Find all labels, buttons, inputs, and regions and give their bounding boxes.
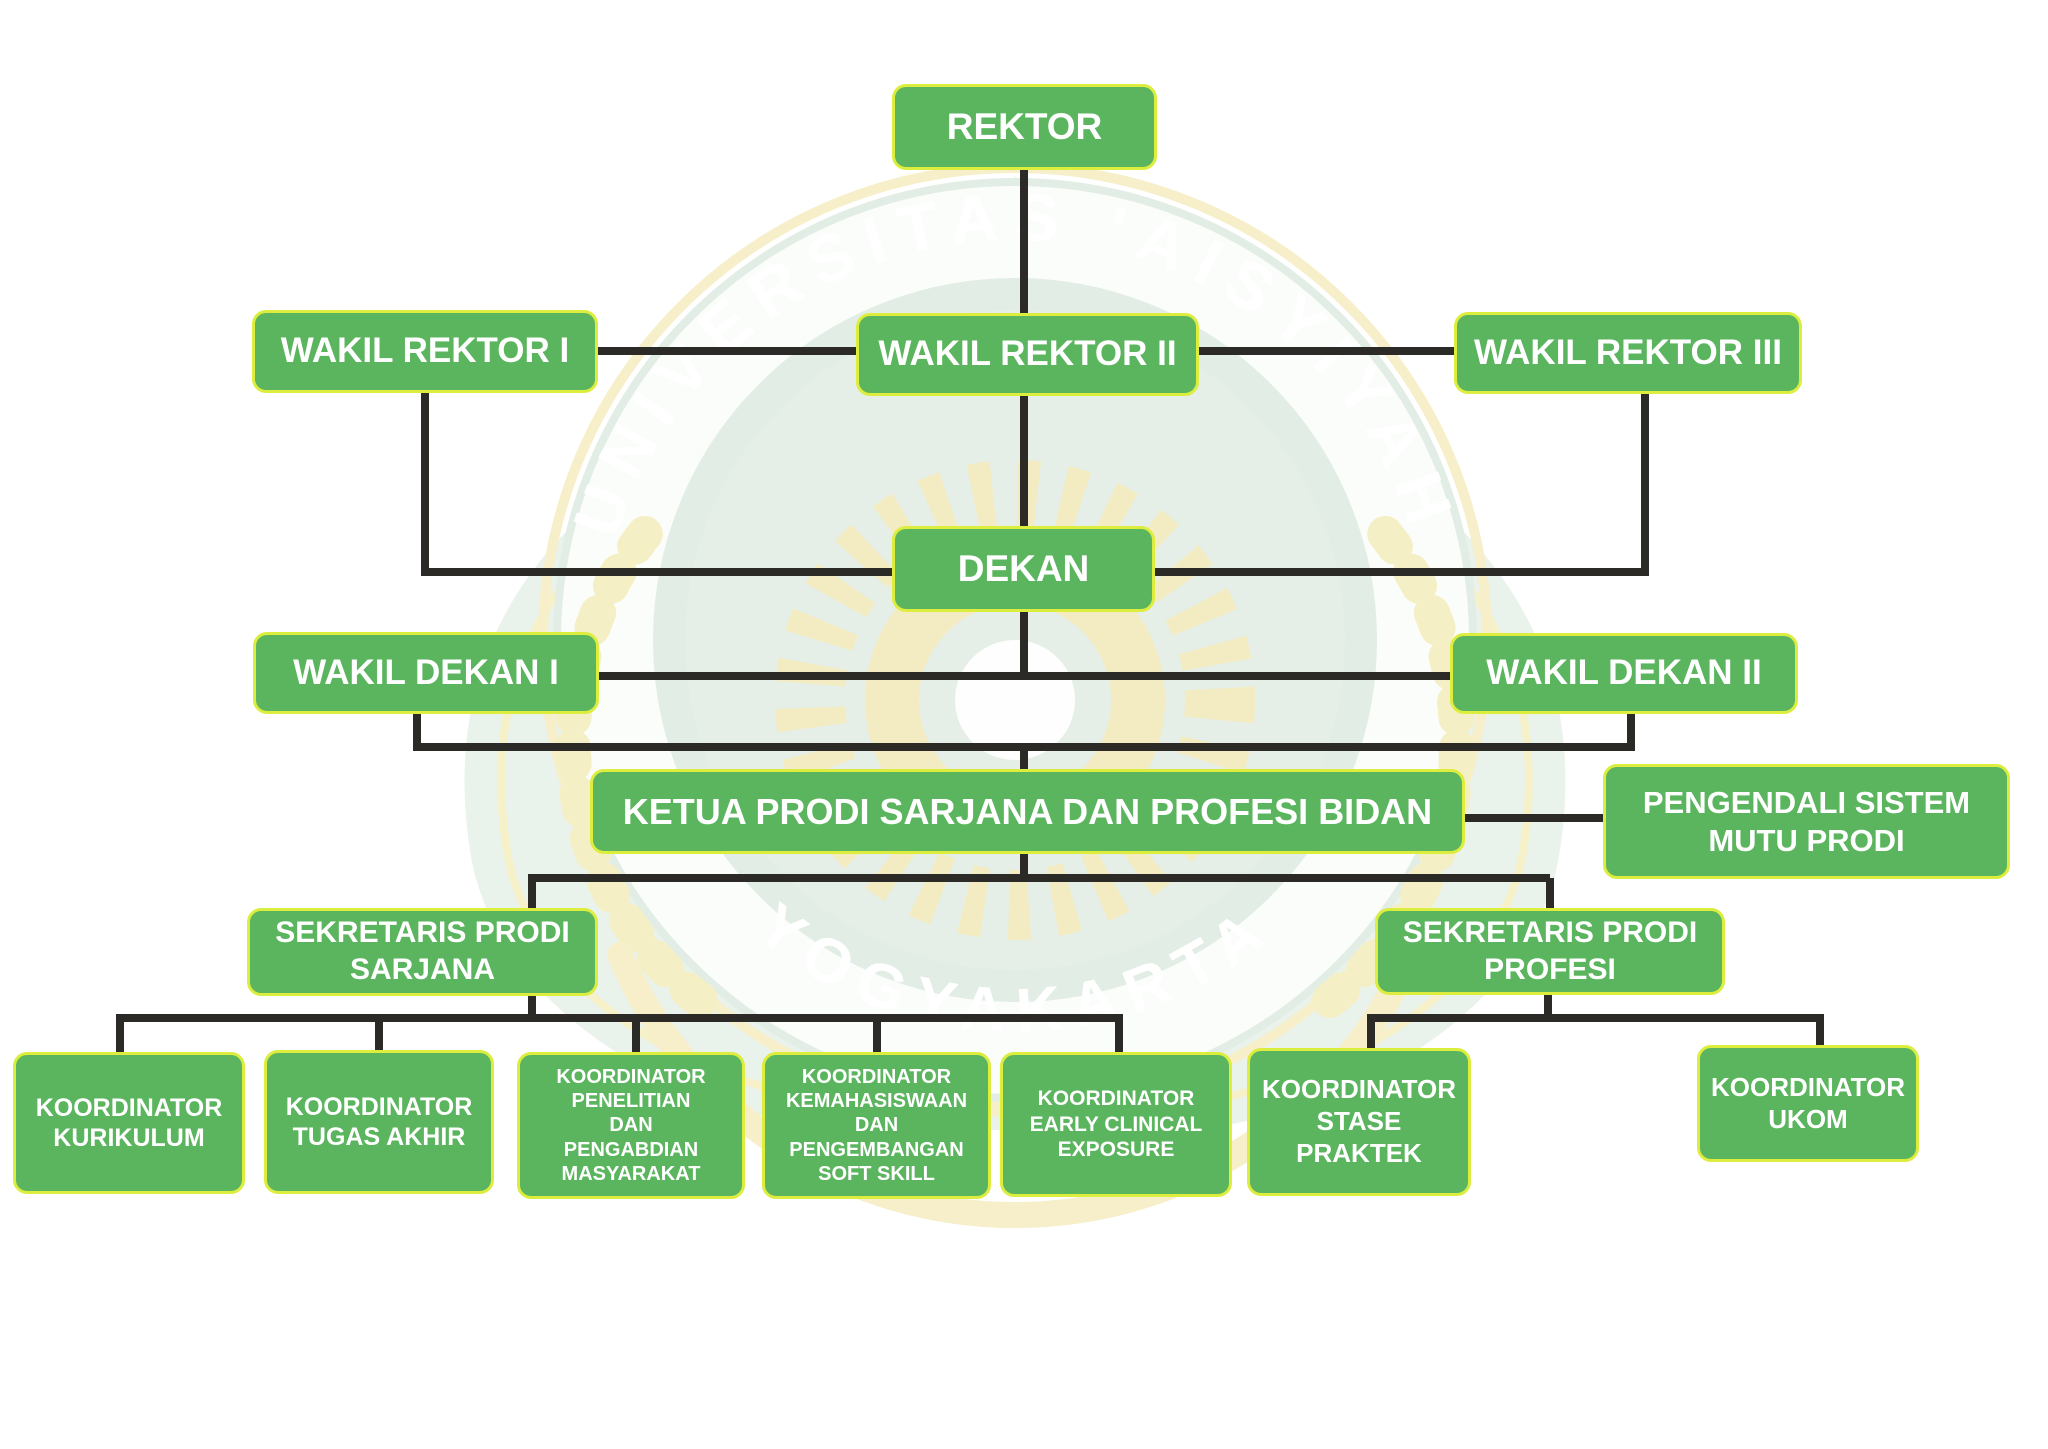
- connector-segment: [421, 393, 429, 576]
- org-box-wakil-rektor-3: WAKIL REKTOR III: [1454, 312, 1802, 394]
- connector-segment: [421, 568, 896, 576]
- org-box-wakil-rektor-2: WAKIL REKTOR II: [856, 313, 1199, 396]
- org-box-dekan: DEKAN: [892, 526, 1155, 612]
- watermark-sun-center: [955, 640, 1075, 760]
- org-box-wakil-dekan-2: WAKIL DEKAN II: [1450, 633, 1798, 714]
- connector-segment: [1020, 170, 1028, 317]
- org-box-ketua-prodi: KETUA PRODI SARJANA DAN PROFESI BIDAN: [590, 769, 1465, 854]
- org-box-koordinator-tugas-akhir: KOORDINATOR TUGAS AKHIR: [264, 1050, 494, 1194]
- connector-segment: [1115, 1018, 1123, 1056]
- org-box-koordinator-stase-praktek: KOORDINATOR STASE PRAKTEK: [1247, 1048, 1471, 1196]
- connector-segment: [599, 672, 1450, 680]
- connector-segment: [1195, 347, 1458, 355]
- org-box-koordinator-ukom: KOORDINATOR UKOM: [1697, 1045, 1919, 1162]
- org-box-sekretaris-prodi-profesi: SEKRETARIS PRODI PROFESI: [1375, 908, 1725, 995]
- connector-segment: [1367, 1018, 1375, 1052]
- org-box-wakil-dekan-1: WAKIL DEKAN I: [253, 632, 599, 714]
- connector-segment: [116, 1018, 124, 1056]
- connector-segment: [413, 714, 421, 751]
- org-box-koordinator-kemahasiswaan: KOORDINATOR KEMAHASISWAAN DAN PENGEMBANG…: [762, 1052, 991, 1199]
- org-box-pengendali-sistem-mutu: PENGENDALI SISTEM MUTU PRODI: [1603, 764, 2010, 879]
- org-box-koordinator-early-clinical: KOORDINATOR EARLY CLINICAL EXPOSURE: [1000, 1052, 1232, 1197]
- connector-segment: [375, 1018, 383, 1054]
- connector-segment: [1367, 1014, 1824, 1022]
- watermark-sun-inner: [919, 604, 1111, 796]
- watermark-arc-text-bottom: YOGYAKARTA: [744, 890, 1286, 1046]
- watermark-inner-disc: [685, 310, 1345, 970]
- connector-segment: [1151, 568, 1645, 576]
- org-box-koordinator-kurikulum: KOORDINATOR KURIKULUM: [13, 1052, 245, 1194]
- connector-segment: [598, 347, 860, 355]
- org-box-sekretaris-prodi-sarjana: SEKRETARIS PRODI SARJANA: [247, 908, 598, 996]
- connector-segment: [1465, 814, 1607, 822]
- connector-segment: [1020, 612, 1028, 680]
- connector-segment: [116, 1014, 1123, 1022]
- org-box-rektor: REKTOR: [892, 84, 1157, 170]
- connector-segment: [528, 874, 1550, 882]
- connector-segment: [1627, 714, 1635, 751]
- watermark-halo-ring: [538, 163, 1492, 1117]
- connector-segment: [873, 1018, 881, 1056]
- connector-segment: [1816, 1018, 1824, 1049]
- org-box-koordinator-penelitian: KOORDINATOR PENELITIAN DAN PENGABDIAN MA…: [517, 1052, 745, 1199]
- org-box-wakil-rektor-1: WAKIL REKTOR I: [252, 310, 598, 393]
- connector-segment: [632, 1018, 640, 1056]
- connector-segment: [1020, 396, 1028, 530]
- connector-segment: [1641, 394, 1649, 576]
